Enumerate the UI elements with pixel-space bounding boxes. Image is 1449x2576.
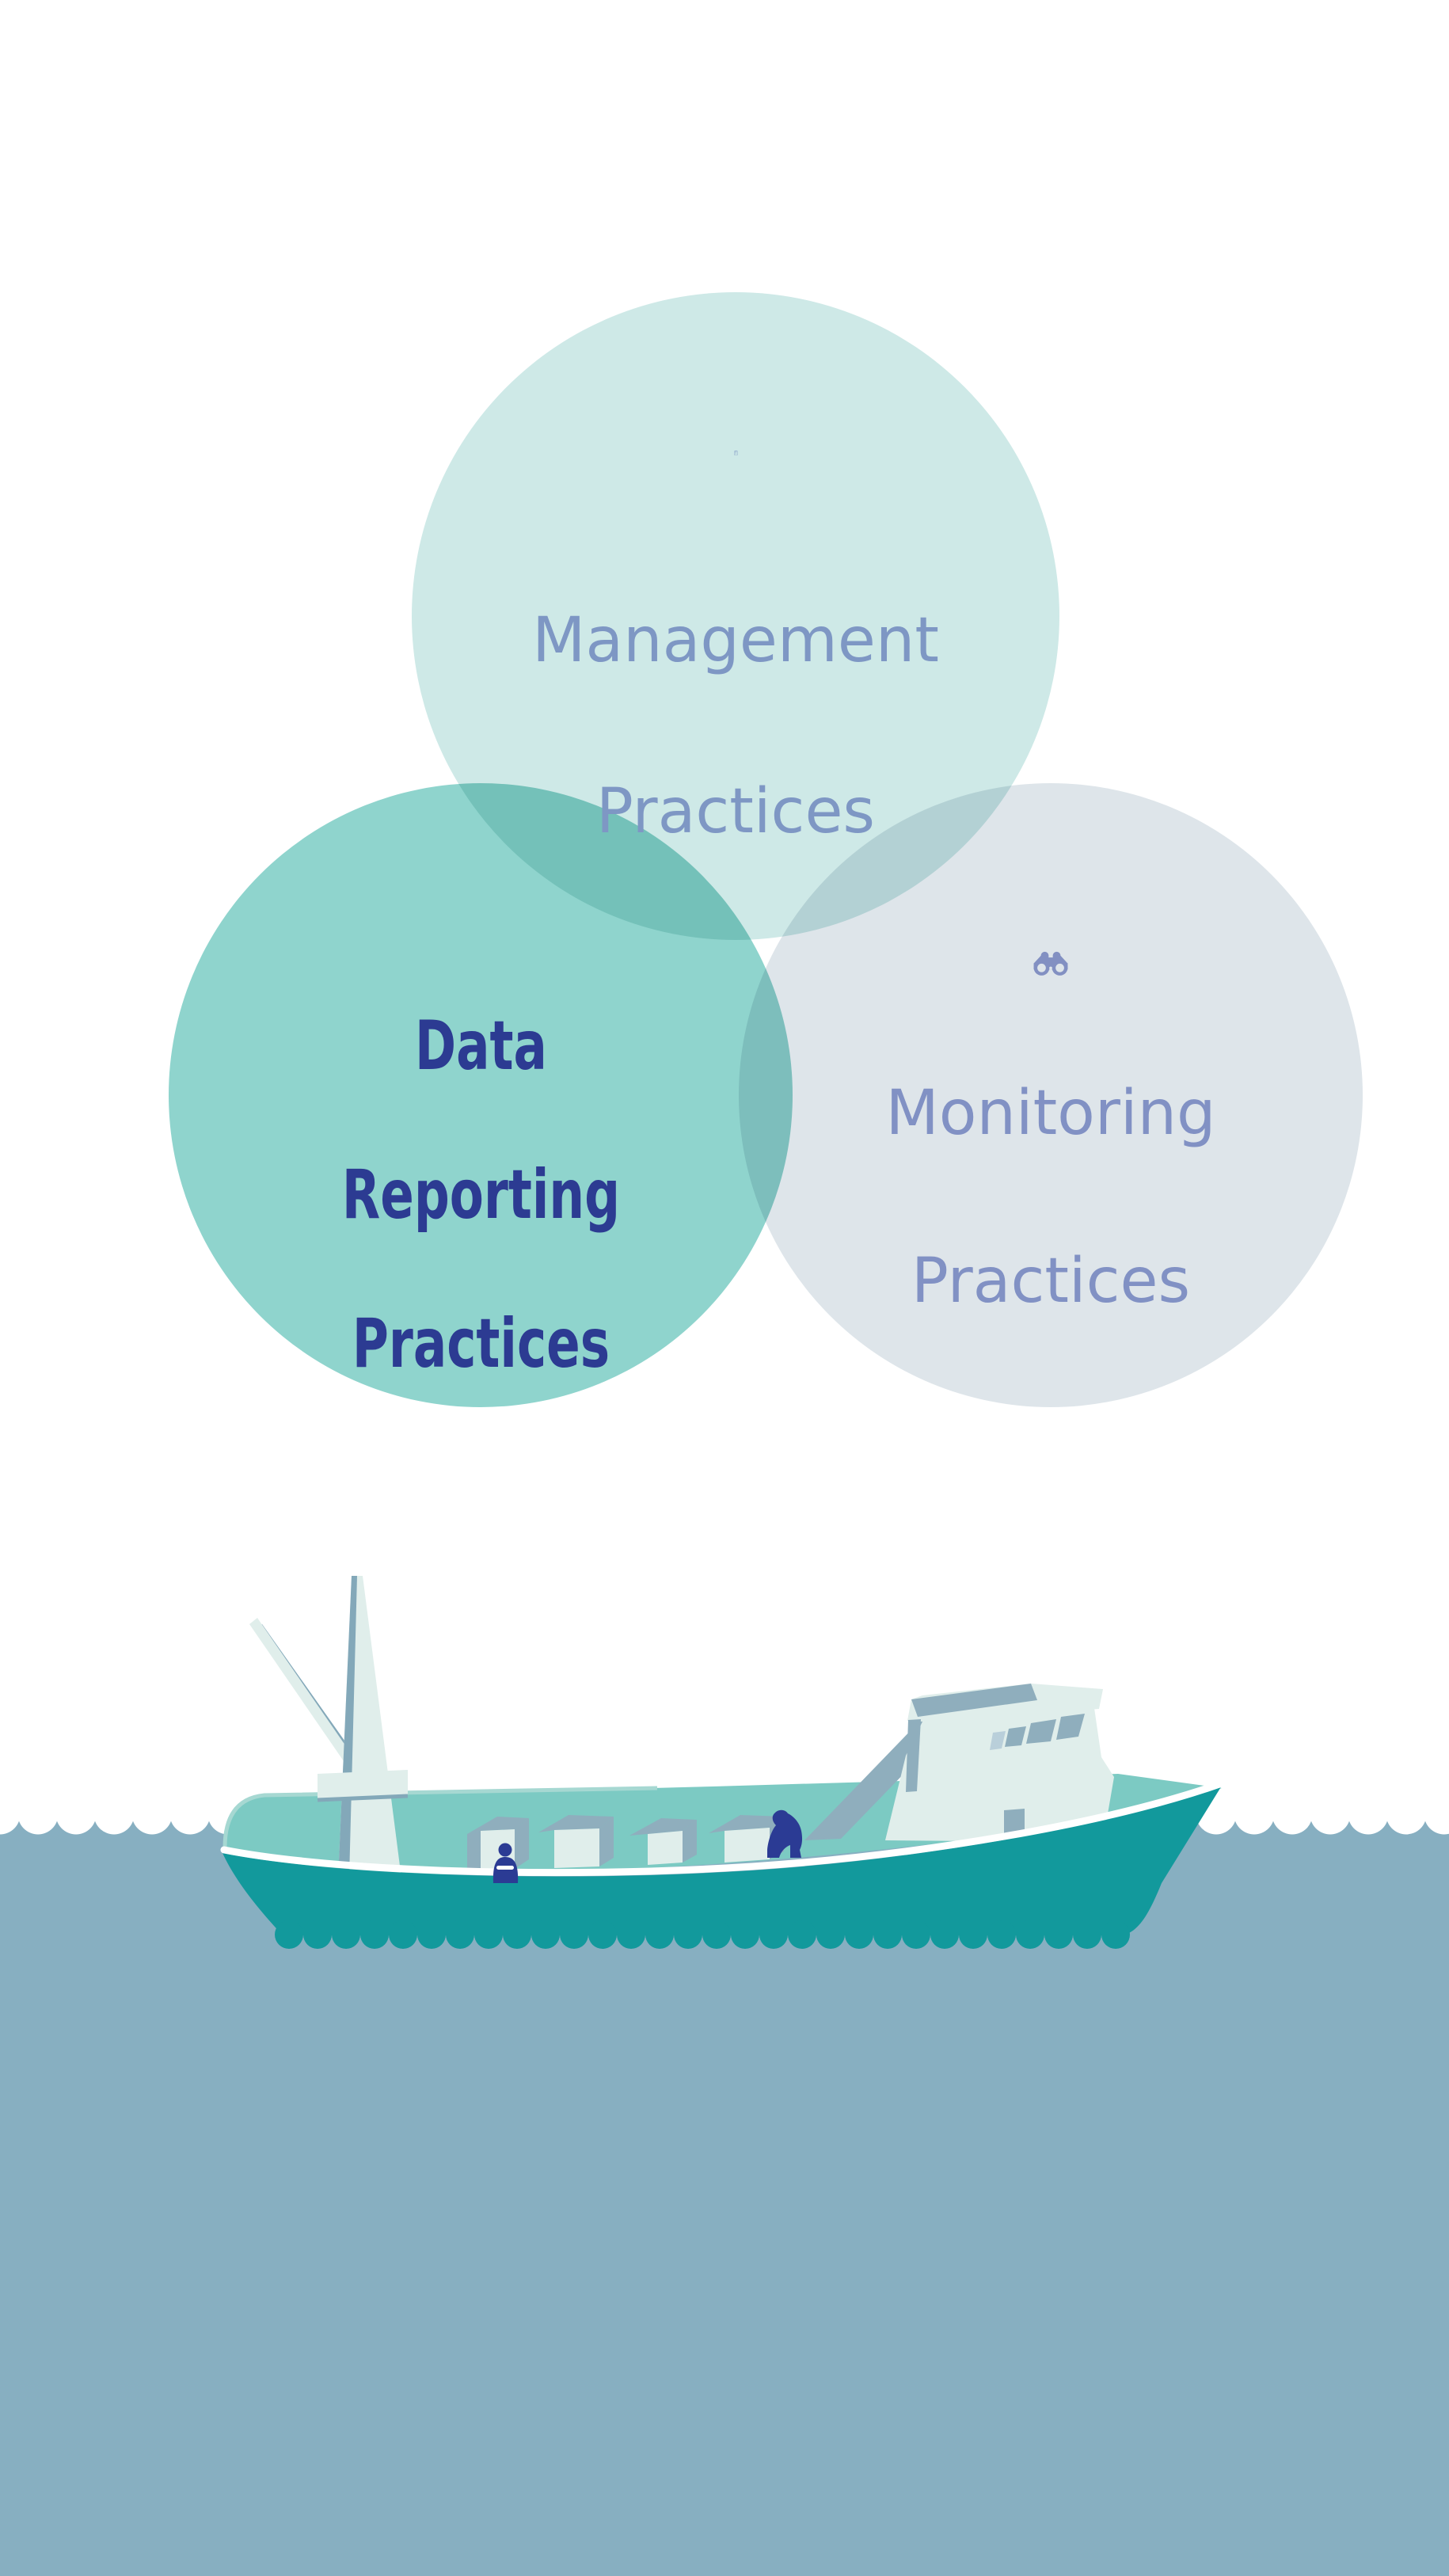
- boat-hull: [222, 1786, 1222, 1935]
- roof-shade: [911, 1684, 1037, 1717]
- sheer-stripe: [220, 1779, 1226, 1877]
- hull-wave-fringe: [275, 1920, 1130, 1949]
- deck-rim-highlight: [222, 1786, 658, 1848]
- crew-figure-standing: [493, 1843, 519, 1883]
- mast-and-spar: [249, 1576, 409, 1878]
- circle-data-reporting: [169, 783, 793, 1407]
- deck-crates: [467, 1815, 784, 1872]
- window-icon: [1056, 1714, 1085, 1740]
- window-icon: [1005, 1726, 1026, 1747]
- wheelhouse: [885, 1684, 1114, 1850]
- window-icon: [1026, 1719, 1056, 1744]
- crew-figure-bending: [767, 1809, 803, 1858]
- window-icon: [990, 1731, 1006, 1750]
- circle-monitoring: [739, 783, 1363, 1407]
- roof-pillar: [906, 1719, 921, 1792]
